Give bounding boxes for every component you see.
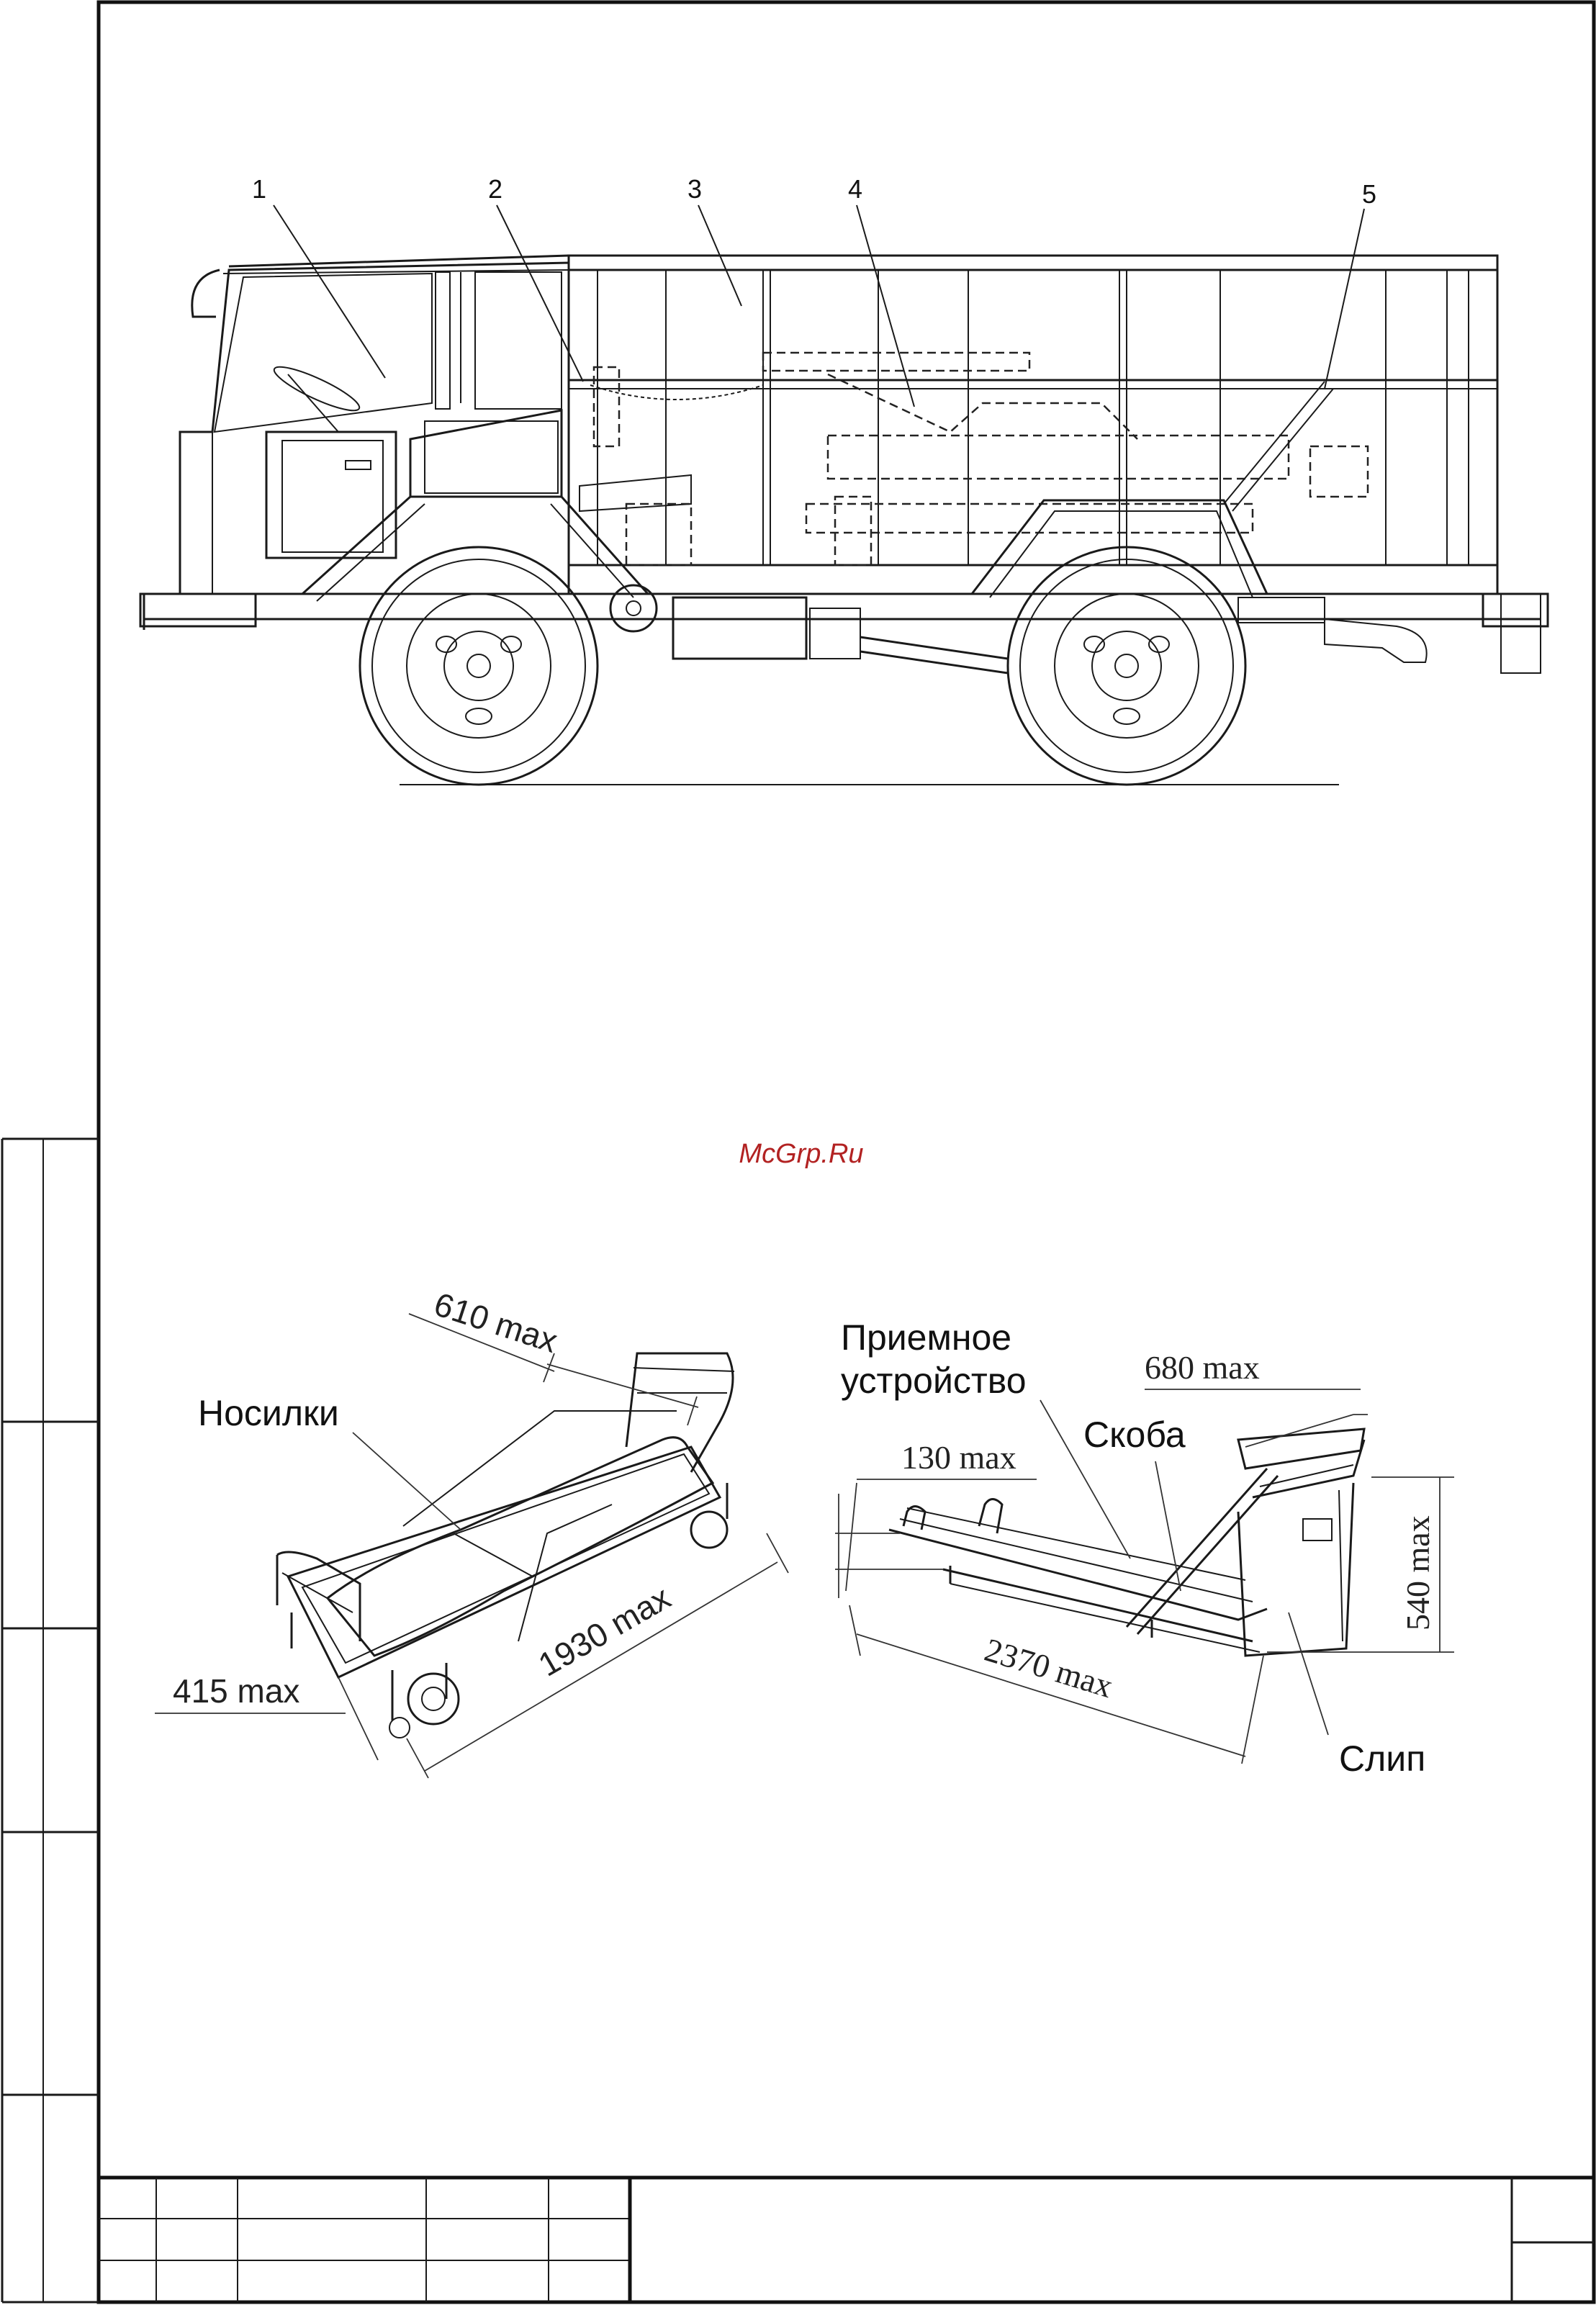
callout-2: 2 — [488, 174, 502, 204]
callout-1: 1 — [252, 174, 266, 204]
receiver-dim-height: 540 max — [1399, 1515, 1436, 1630]
stretcher-drawing: Носилки 610 max 1930 max 415 max — [155, 1285, 788, 1778]
callout-4: 4 — [848, 174, 862, 204]
receiver-drawing: Приемное устройство Скоба Слип 680 max 1… — [835, 1317, 1454, 1779]
vehicle-side-view: 1 2 3 4 5 — [140, 174, 1548, 785]
receiver-dim-length: 2370 max — [980, 1631, 1117, 1705]
receiver-label-line2: устройство — [841, 1361, 1027, 1401]
receiver-label-line1: Приемное — [841, 1317, 1011, 1358]
bracket-label: Скоба — [1083, 1415, 1186, 1455]
stretcher-dim-length: 1930 max — [532, 1579, 677, 1684]
receiver-dim-width: 680 max — [1145, 1349, 1260, 1386]
receiver-dim-step: 130 max — [901, 1439, 1016, 1476]
stretcher-dim-height: 415 max — [173, 1672, 299, 1710]
stretcher-label: Носилки — [198, 1393, 339, 1433]
slip-label: Слип — [1339, 1738, 1425, 1779]
callout-3: 3 — [687, 174, 702, 204]
title-block — [99, 2178, 1594, 2302]
callout-5: 5 — [1362, 179, 1376, 209]
watermark: McGrp.Ru — [739, 1139, 863, 1169]
